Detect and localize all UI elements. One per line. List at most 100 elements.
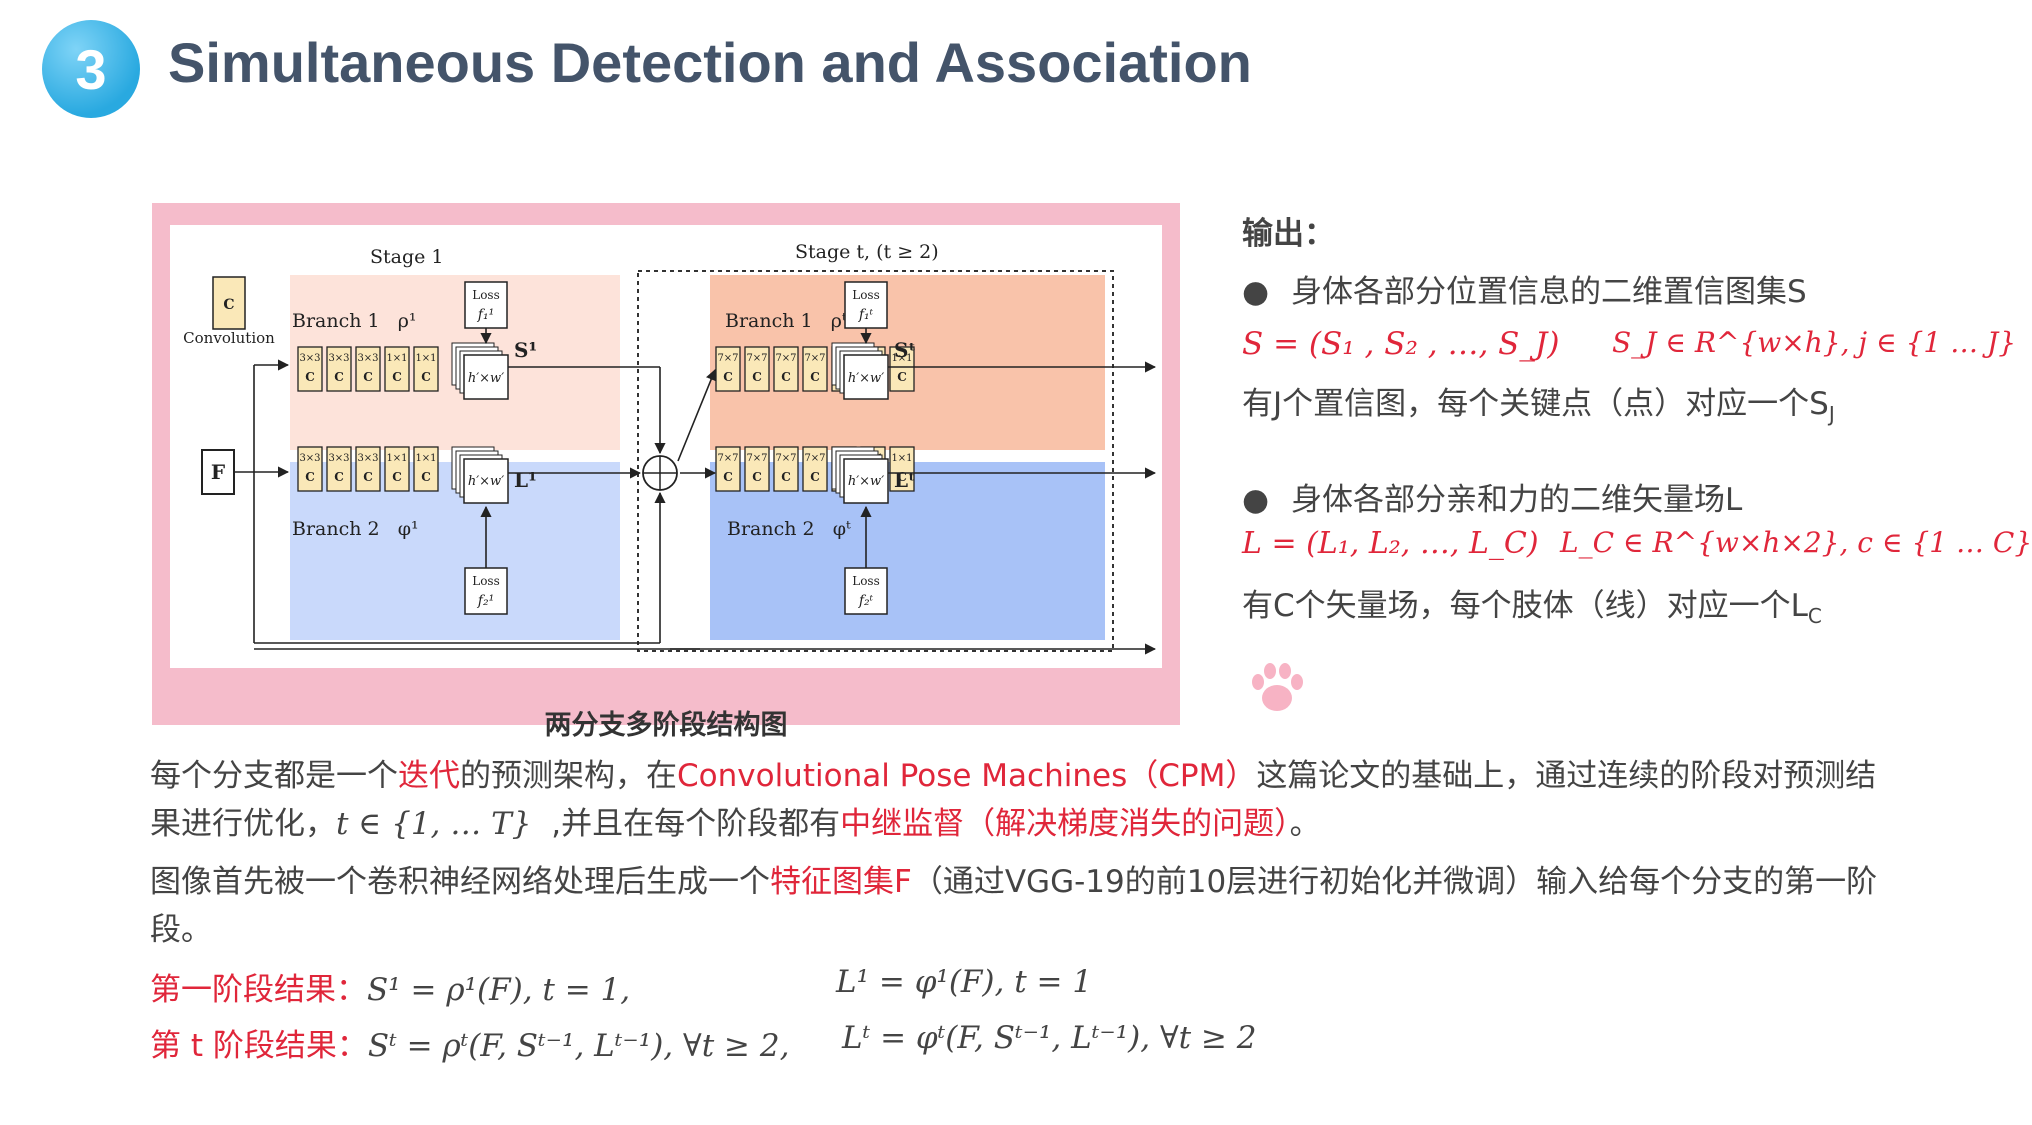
kernel-size: 1×1	[386, 353, 407, 364]
convolution-legend-box	[212, 276, 246, 330]
bullet-dot: ●	[1242, 274, 1270, 310]
kernel-size: 7×7	[717, 453, 738, 464]
section-number: 3	[75, 37, 107, 101]
staget-l-label: Lᵗ	[894, 468, 915, 492]
staget-label: Stage t, (t ≥ 2)	[795, 241, 939, 263]
input-feature-box	[201, 449, 235, 495]
desc-text: 有J个置信图，每个关键点（点）对应一个S	[1242, 386, 1829, 422]
kernel-size: 3×3	[299, 453, 320, 464]
svg-text:f₁¹: f₁¹	[477, 307, 494, 323]
staget-branch1-conv: 7×7C	[744, 346, 770, 392]
kernel-size: 7×7	[775, 353, 796, 364]
conv-symbol: C	[305, 470, 315, 484]
highlight-cpm: Convolutional Pose Machines（CPM）	[677, 758, 1257, 794]
kernel-size: 1×1	[386, 453, 407, 464]
paragraph-iterative: 每个分支都是一个迭代的预测架构，在Convolutional Pose Mach…	[150, 752, 1890, 848]
staget-l-output-stack: h′×w′	[831, 446, 889, 504]
staget-branch1-conv: 7×7C	[773, 346, 799, 392]
stage1-branch1-conv: 3×3C	[297, 346, 323, 392]
staget-branch2-conv: 1×1C	[889, 446, 915, 492]
svg-text:Loss: Loss	[852, 574, 880, 588]
text: 图像首先被一个卷积神经网络处理后生成一个	[150, 864, 770, 900]
staget-branch2-conv: 7×7C	[715, 446, 741, 492]
highlight-iteration: 迭代	[398, 758, 460, 794]
paragraph-feature-maps: 图像首先被一个卷积神经网络处理后生成一个特征图集F（通过VGG-19的前10层进…	[150, 858, 1890, 954]
desc-subscript: J	[1828, 402, 1835, 427]
conv-symbol: C	[723, 470, 733, 484]
figure-caption: 两分支多阶段结构图	[544, 710, 788, 741]
formula-s-right: S_J ∈ R^{w×h}, j ∈ {1 … J}	[1612, 326, 2017, 359]
staget-branch1-label: Branch 1 ρᵗ	[725, 310, 847, 332]
svg-text:Loss: Loss	[852, 288, 880, 302]
stage1-l-formula: L¹ = φ¹(F), t = 1	[836, 964, 1093, 1000]
highlight-supervision: 中继监督（解决梯度消失的问题）	[840, 806, 1290, 842]
conv-symbol: C	[421, 370, 431, 384]
stage1-branch1-conv: 1×1C	[384, 346, 410, 392]
conv-symbol: C	[810, 370, 820, 384]
kernel-size: 1×1	[891, 453, 912, 464]
staget-s-formula: Sᵗ = ρᵗ(F, Sᵗ⁻¹, Lᵗ⁻¹), ∀t ≥ 2,	[367, 1028, 790, 1064]
bullet-affinity-fields: ●身体各部分亲和力的二维矢量场L	[1242, 474, 1742, 519]
staget-branch2-panel	[710, 462, 1105, 640]
staget-branch2-conv: 7×7C	[744, 446, 770, 492]
staget-result-label: 第 t 阶段结果：	[150, 1028, 368, 1064]
stage1-l-dims: h′×w′	[468, 474, 504, 489]
conv-symbol: C	[723, 370, 733, 384]
stage1-s-label: S¹	[514, 338, 537, 362]
staget-branch1-conv: 7×7C	[715, 346, 741, 392]
kernel-size: 3×3	[328, 353, 349, 364]
conv-symbol: C	[897, 470, 907, 484]
conv-symbol: C	[810, 470, 820, 484]
kernel-size: 7×7	[746, 453, 767, 464]
stage1-s-dims: h′×w′	[468, 371, 504, 386]
staget-l-formula: Lᵗ = φᵗ(F, Sᵗ⁻¹, Lᵗ⁻¹), ∀t ≥ 2	[842, 1020, 1257, 1056]
stage1-branch1-label: Branch 1 ρ¹	[292, 310, 417, 332]
text: 。	[1289, 806, 1321, 842]
figure-frame: Stage 1 Stage t, (t ≥ 2) C Convolution F…	[152, 203, 1180, 741]
staget-s-label: Sᵗ	[894, 338, 916, 362]
stage1-branch1-conv: 3×3C	[326, 346, 352, 392]
flow-lines	[234, 328, 1157, 655]
conv-symbol: C	[781, 370, 791, 384]
stage1-branch1-conv: 3×3C	[355, 346, 381, 392]
kernel-size: 7×7	[746, 353, 767, 364]
formula-s-left: S = (S₁ , S₂ , …, S_J)	[1242, 326, 1560, 362]
paw-icon	[1252, 663, 1303, 711]
stage1-loss2-box: Loss f₂¹	[464, 567, 508, 615]
text: 每个分支都是一个	[150, 758, 398, 794]
stage1-branch2-conv: 3×3C	[326, 446, 352, 492]
text: 这篇论文的基础上，通过连续的阶段对预测结果进行优化，	[150, 758, 1877, 842]
bullet-text: 身体各部分亲和力的二维矢量场L	[1291, 482, 1743, 518]
stage1-l-label: L¹	[514, 468, 537, 492]
concat-node	[642, 455, 678, 491]
staget-branch2-label: Branch 2 φᵗ	[727, 518, 851, 540]
conv-symbol: C	[752, 470, 762, 484]
conv-symbol: C	[334, 470, 344, 484]
stage1-result-line: 第一阶段结果：S¹ = ρ¹(F), t = 1,	[150, 964, 630, 1009]
conv-symbol: C	[897, 370, 907, 384]
staget-branch2-conv: 7×7C	[773, 446, 799, 492]
staget-branch1-conv: 1×1C	[889, 346, 915, 392]
staget-branch1-conv: 7×7C	[802, 346, 828, 392]
bullet-confidence-maps: ●身体各部分位置信息的二维置信图集S	[1242, 266, 1807, 311]
formula-t-range: t ∈ {1, … T}	[336, 806, 532, 842]
text: （通过VGG-19的前10层进行初始化并微调）输入给每个分支的第一阶段。	[150, 864, 1878, 948]
conv-symbol: C	[392, 470, 402, 484]
stage1-s-formula: S¹ = ρ¹(F), t = 1,	[367, 972, 631, 1008]
kernel-size: 1×1	[415, 453, 436, 464]
section-number-badge: 3	[42, 20, 140, 118]
conv-symbol: C	[752, 370, 762, 384]
kernel-size: 3×3	[357, 453, 378, 464]
page-title: Simultaneous Detection and Association	[168, 31, 1252, 94]
conv-symbol: C	[363, 370, 373, 384]
kernel-size: 7×7	[804, 453, 825, 464]
text: 的预测架构，在	[460, 758, 677, 794]
kernel-size: 1×1	[415, 353, 436, 364]
desc-confidence-maps: 有J个置信图，每个关键点（点）对应一个SJ	[1242, 378, 1835, 426]
staget-branch2-conv: 7×7C	[802, 446, 828, 492]
staget-loss2-box: Loss f₂ᵗ	[844, 567, 888, 615]
desc-subscript: C	[1807, 604, 1822, 629]
figure-canvas: Stage 1 Stage t, (t ≥ 2) C Convolution F…	[170, 225, 1162, 741]
stage1-loss1-box: Loss f₁¹	[464, 281, 508, 329]
architecture-diagram: Stage 1 Stage t, (t ≥ 2) C Convolution F…	[183, 241, 1157, 655]
